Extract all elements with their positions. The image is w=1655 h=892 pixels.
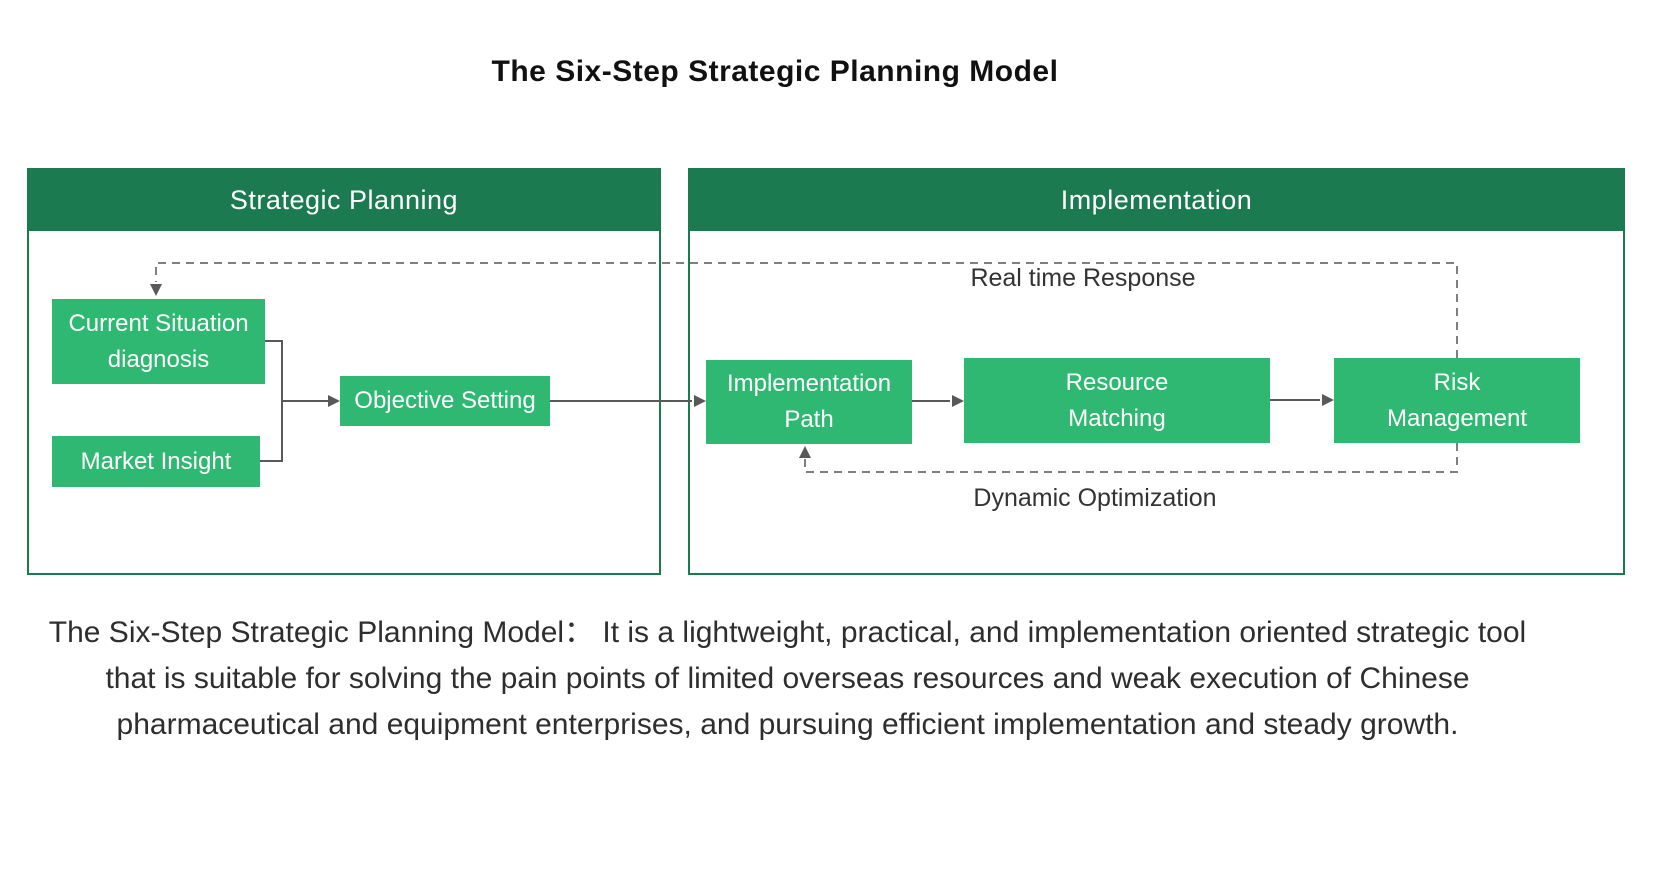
market-insight-box: Market Insight: [52, 436, 260, 487]
real-time-response-label: Real time Response: [970, 264, 1196, 292]
model-description: The Six-Step Strategic Planning Model： I…: [48, 616, 1527, 741]
page-title: The Six-Step Strategic Planning Model: [491, 55, 1059, 88]
strategic-planning-header: Strategic Planning: [29, 170, 659, 231]
implementation-header: Implementation: [690, 170, 1623, 231]
dynamic-optimization-label: Dynamic Optimization: [973, 484, 1217, 512]
objective-setting-box: Objective Setting: [340, 376, 550, 426]
